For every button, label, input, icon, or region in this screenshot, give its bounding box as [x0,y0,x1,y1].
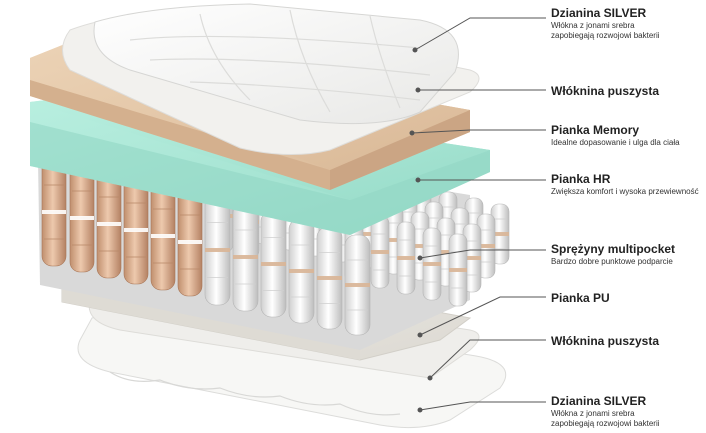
label-title: Sprężyny multipocket [551,242,676,256]
label-title: Dzianina SILVER [551,394,647,408]
label-memory-foam: Pianka Memory Idealne dopasowanie i ulga… [551,123,703,148]
spring-pocket [316,226,343,330]
label-title: Włóknina puszysta [551,84,660,98]
spring-pocket [150,181,176,291]
spring-pocket [476,213,496,279]
leader-line [414,17,546,51]
label-title: Włóknina puszysta [551,334,660,348]
leader-dot [417,407,423,413]
leader-line [429,339,546,379]
label-fiber-top: Włóknina puszysta [551,84,703,99]
label-title: Pianka HR [551,172,611,186]
spring-pocket [204,194,231,306]
spring-pocket [288,218,315,324]
spring-pocket [96,169,122,279]
leader-dot [412,47,418,53]
label-desc: Idealne dopasowanie i ulga dla ciała [551,138,680,147]
label-title: Pianka PU [551,291,610,305]
label-desc: Włókna z jonami srebra [551,21,635,30]
label-hr-foam: Pianka HR Zwiększa komfort i wysoka prze… [551,172,703,197]
leader-line [411,129,546,134]
label-title: Dzianina SILVER [551,6,647,20]
leader-dot [427,375,433,381]
label-pu-foam: Pianka PU [551,291,703,306]
label-springs: Sprężyny multipocket Bardzo dobre punkto… [551,242,703,267]
label-desc: zapobiegają rozwojowi bakterii [551,419,660,428]
leader-dot [417,332,423,338]
label-desc: Zwiększa komfort i wysoka przewiewność [551,187,699,196]
leader-dot [417,255,423,261]
spring-pocket [69,163,95,273]
label-title: Pianka Memory [551,123,640,137]
spring-pocket [344,234,371,336]
leader-line [419,401,546,411]
spring-pocket [232,202,259,312]
leader-lines [409,17,546,413]
leader-line [419,296,546,336]
spring-pocket [370,215,390,289]
label-knit-bottom: Dzianina SILVER Włókna z jonami srebra z… [551,394,703,429]
spring-pocket [422,227,442,301]
leader-dot [409,130,415,136]
leader-dot [415,177,421,183]
spring-pocket [396,221,416,295]
leader-line [419,249,546,259]
spring-pocket [123,175,149,285]
label-desc: Włókna z jonami srebra [551,409,635,418]
spring-pocket [448,233,468,307]
spring-pocket [260,210,287,318]
spring-pocket [177,187,203,297]
label-fiber-bottom: Włóknina puszysta [551,334,703,349]
layer-top-knit [93,3,459,125]
spring-pocket [490,203,510,265]
spring-pocket [41,157,67,267]
label-desc: zapobiegają rozwojowi bakterii [551,31,660,40]
label-knit-top: Dzianina SILVER Włókna z jonami srebra z… [551,6,703,41]
label-desc: Bardzo dobre punktowe podparcie [551,257,673,266]
leader-dot [415,87,421,93]
